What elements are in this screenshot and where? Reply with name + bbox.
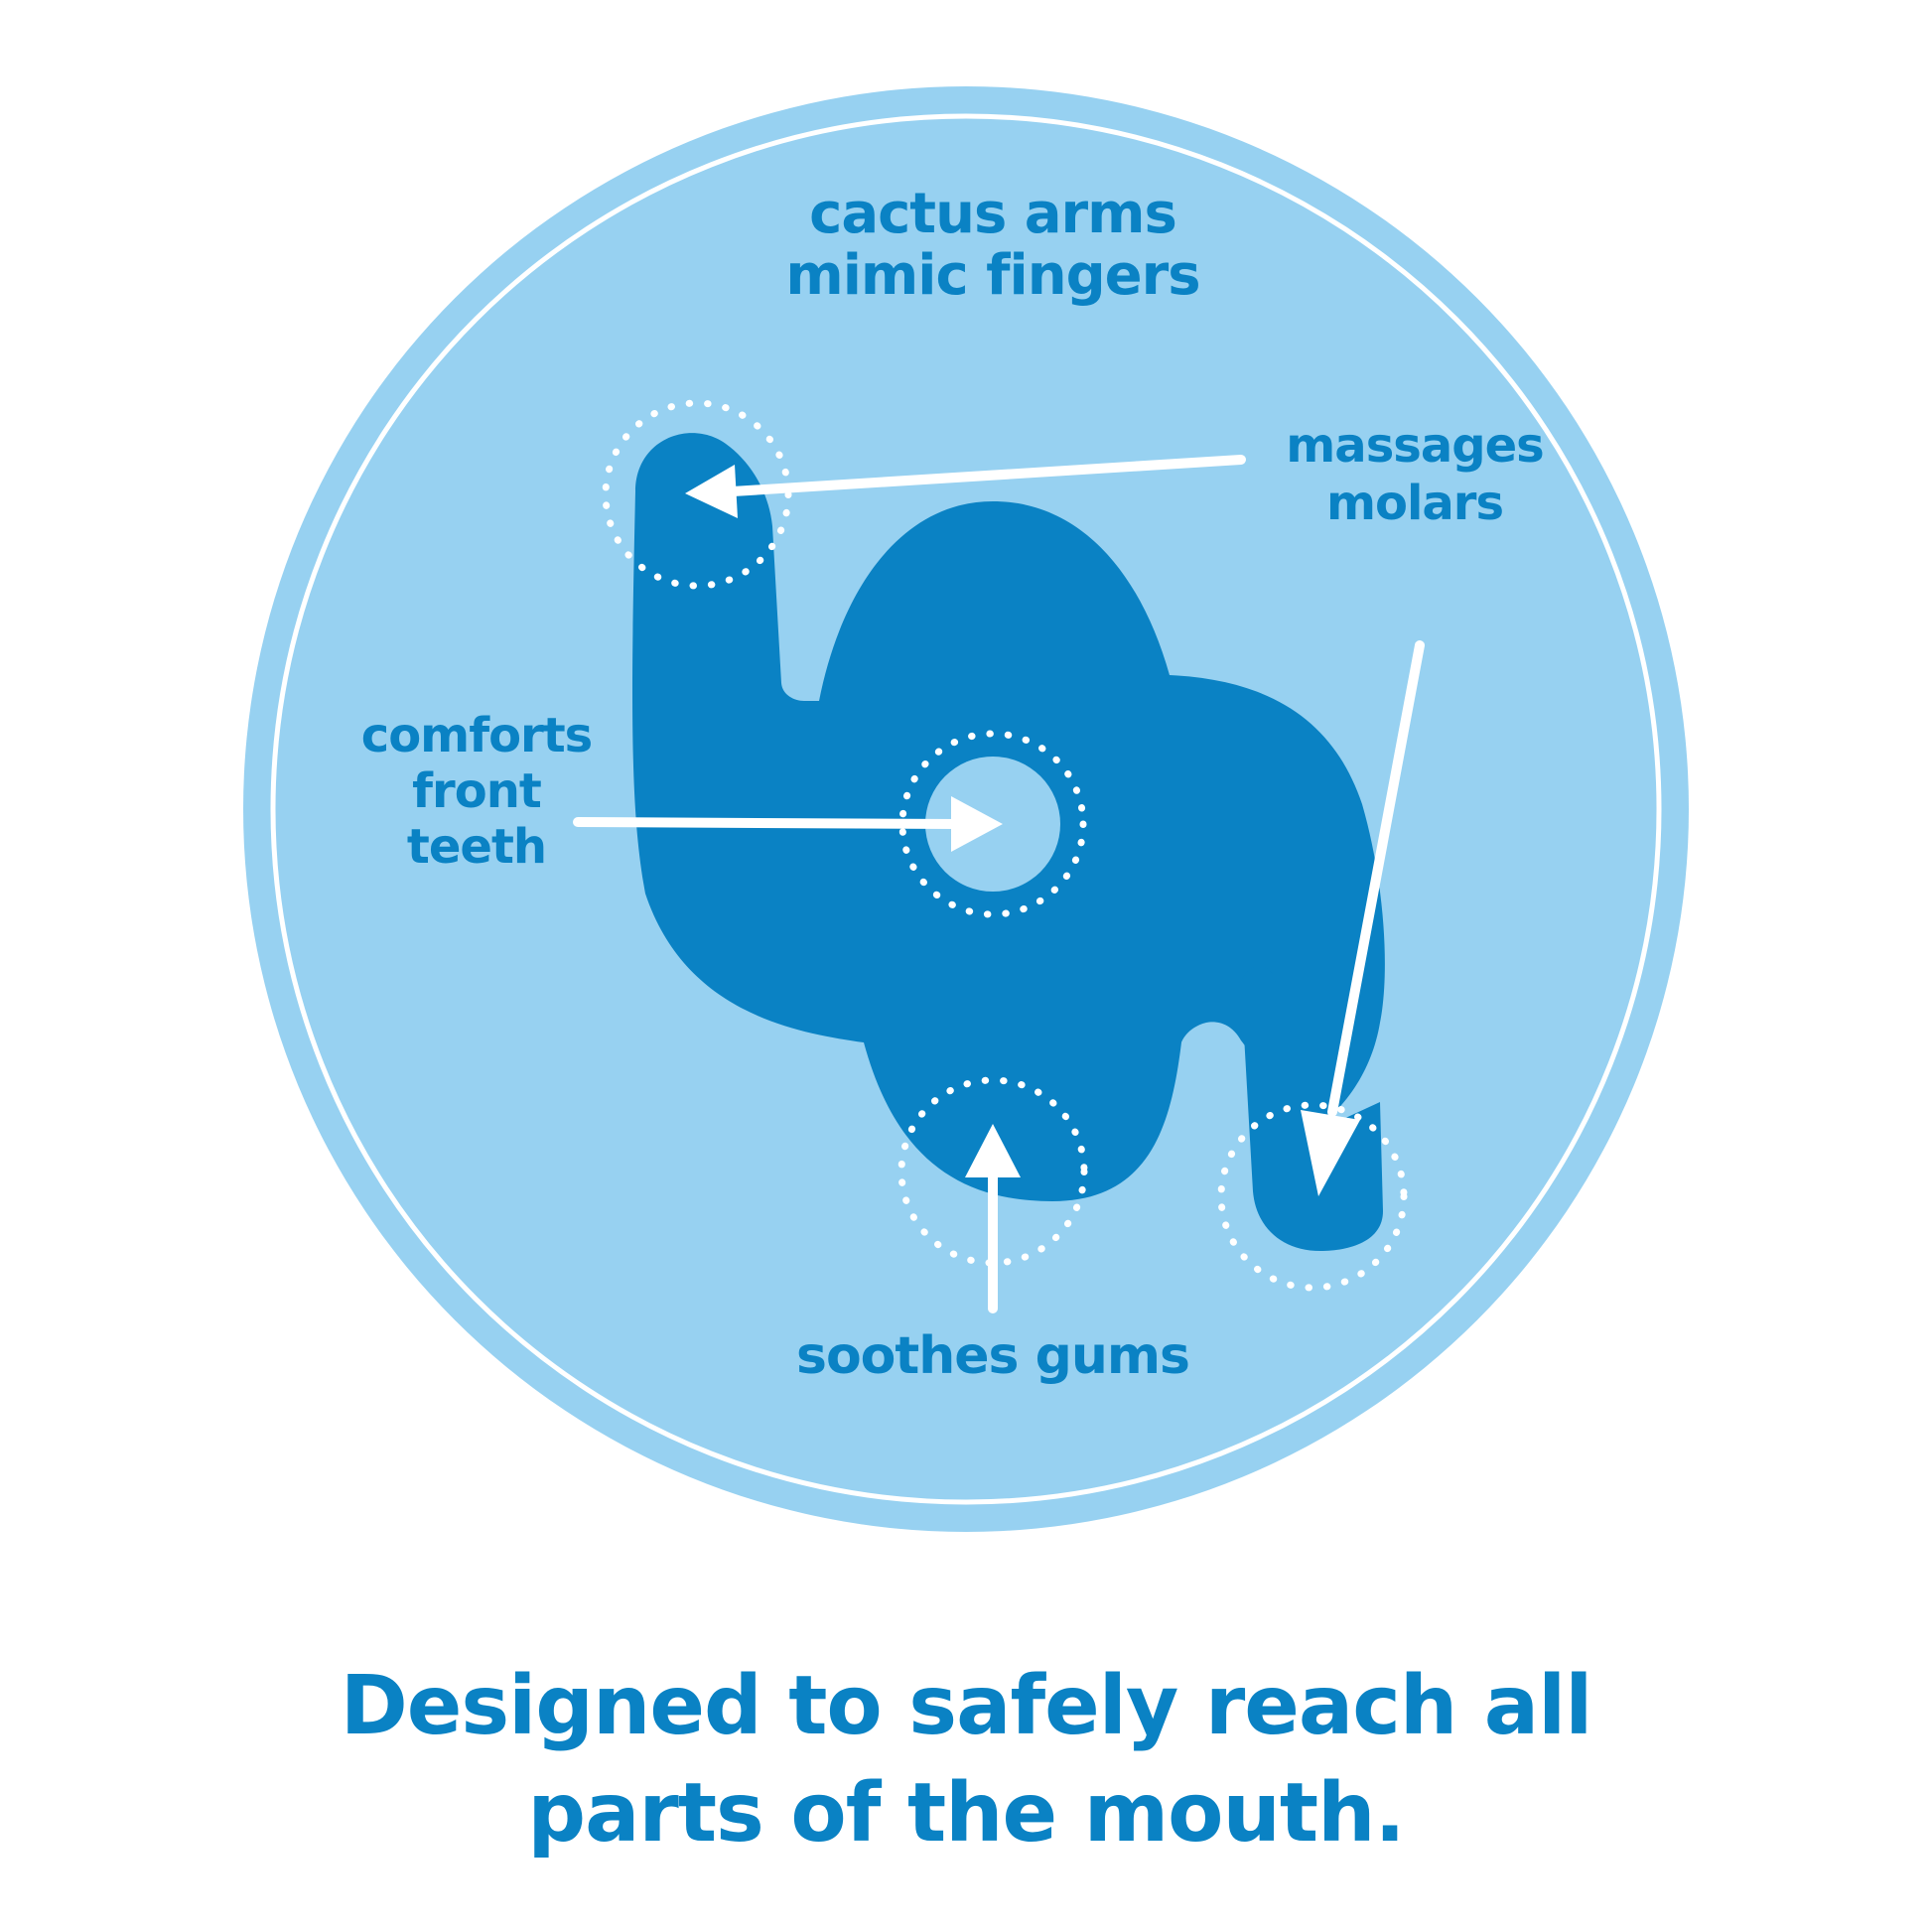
caption-line1: Designed to safely reach all [340,1659,1593,1753]
dotted-ring-molars-top [602,399,792,590]
caption-line2: parts of the mouth. [527,1766,1405,1861]
label-massages-molars-line1: massages [1286,418,1544,474]
arrow-comforts-front-teeth [573,796,1003,852]
label-comforts-line3: teeth [406,819,547,875]
dotted-ring-molars-bottom [1217,1101,1408,1292]
circle-inner-ring [270,113,1662,1505]
label-massages-molars-line2: molars [1325,476,1504,531]
label-cactus-arms: cactus arms mimic fingers [695,184,1291,307]
label-soothes-gums: soothes gums [796,1326,1190,1386]
label-comforts-line1: comforts [360,708,594,763]
arrow-massages-molars-top [685,455,1246,518]
dotted-ring-front-teeth [898,730,1087,918]
label-comforts-line2: front [412,763,542,819]
cactus-right-arm [1241,966,1383,1251]
arrow-massages-molars-bottom [1301,640,1425,1196]
arrow-soothes-gums [965,1124,1021,1313]
caption: Designed to safely reach all parts of th… [172,1653,1760,1867]
label-massages-molars: massages molars [1226,417,1603,532]
dotted-ring-gums [897,1076,1088,1267]
label-cactus-arms-line1: cactus arms [809,182,1177,246]
label-cactus-arms-line2: mimic fingers [785,243,1200,308]
label-comforts-front-teeth: comforts front teeth [328,708,625,875]
